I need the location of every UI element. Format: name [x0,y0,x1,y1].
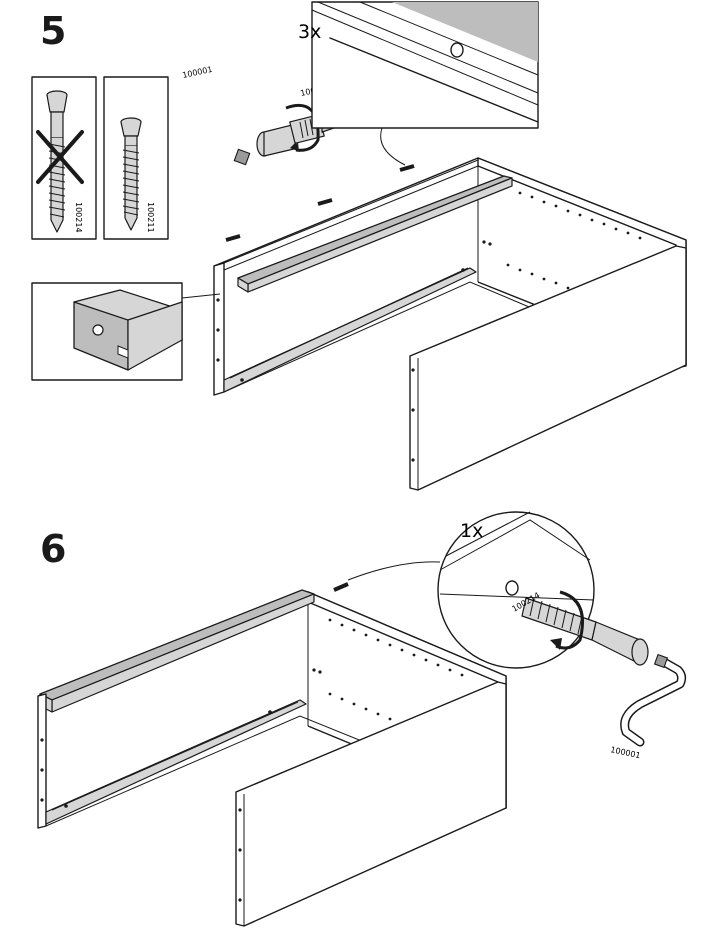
cabinet-frame-step6 [37,589,507,927]
screws-in-position [225,164,415,242]
screw-comparison-panel: 100214 100211 [31,76,169,240]
hole-detail-callout: 3x [298,1,539,166]
allen-key-step6-icon: 100001 [610,653,687,760]
cabinet-frame-step5 [213,157,687,491]
screw-wrong-code: 100214 [74,202,83,233]
screw-turning-step6-icon: 100214 [511,590,649,666]
step5-quantity-label: 3x [298,21,321,43]
cross-out-mark-icon [36,130,84,184]
screw-100211-icon [120,117,142,231]
step6-quantity-label: 1x [460,520,483,542]
step-5-number: 5 [40,9,67,53]
screw-detail-callout: 1x [347,511,595,669]
step-6-number: 6 [40,527,67,571]
screw-in-position [333,582,349,592]
screw-right-code: 100211 [146,202,155,233]
step6-allen-key-code: 100001 [610,745,642,760]
allen-key-icon: 100001 [182,65,251,166]
rail-profile-detail [31,282,221,381]
allen-key-code: 100001 [182,65,214,80]
